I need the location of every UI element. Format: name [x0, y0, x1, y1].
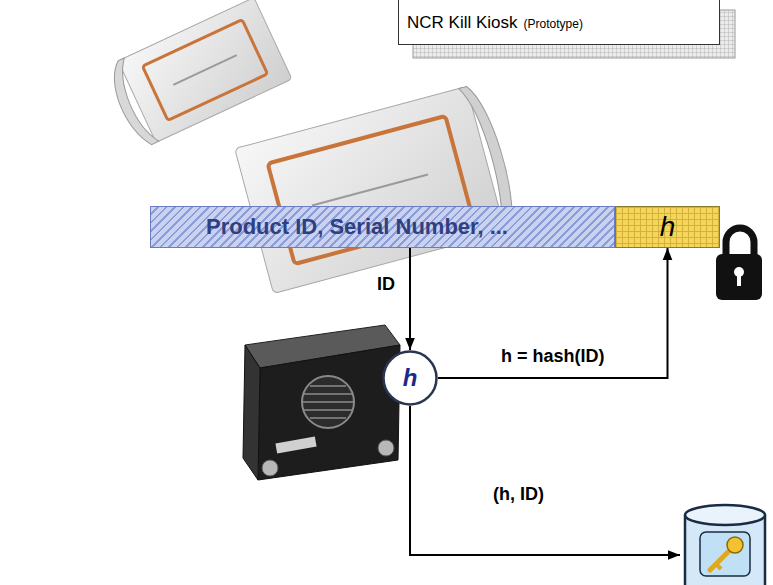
- prototype-note: (Prototype): [524, 18, 583, 32]
- edge-label: ID: [374, 274, 398, 296]
- edge-label: h = hash(ID): [498, 346, 608, 368]
- reader-device: [243, 325, 400, 480]
- database-top: [685, 505, 765, 525]
- device-side: [243, 345, 260, 480]
- device-fan: [302, 376, 354, 428]
- fan-grille: [302, 386, 354, 418]
- connector-arrow: [438, 248, 668, 378]
- hash-circle: h: [382, 350, 438, 406]
- key-shaft: [710, 550, 730, 570]
- field-list: Product ID, Serial Number, ...: [206, 214, 508, 239]
- rfid-tag-photo: [235, 82, 522, 293]
- device-front: [258, 345, 400, 480]
- kiosk-name: NCR Kill Kiosk: [407, 13, 518, 33]
- tag-card: [235, 86, 506, 293]
- circle-shape: [384, 352, 437, 405]
- key-bow: [727, 537, 743, 553]
- tag-coil: [142, 20, 267, 121]
- bnc-connector: [378, 440, 394, 456]
- padlock-shackle: [726, 228, 754, 256]
- padlock-keyhole: [737, 274, 741, 286]
- store-arrow: [410, 406, 680, 555]
- hash-field: h: [615, 206, 720, 248]
- hash-value: h: [660, 211, 676, 243]
- database-symbol: [685, 505, 765, 585]
- device-badge: [275, 437, 316, 454]
- key-tooth: [716, 564, 721, 569]
- padlock-body: [716, 254, 762, 300]
- rfid-tag-photo: [103, 0, 292, 150]
- bnc-connector: [262, 460, 278, 476]
- memory-band: Product ID, Serial Number, ...: [150, 206, 615, 248]
- tag-chip-line: [312, 174, 428, 205]
- padlock-symbol: [716, 228, 762, 300]
- hash-function: h: [403, 364, 418, 392]
- title-box: NCR Kill Kiosk (Prototype): [398, 0, 720, 45]
- data-label: (h, ID): [490, 484, 547, 506]
- tag-card: [118, 0, 292, 142]
- connector-arrow: [409, 248, 411, 350]
- key-icon-frame: [700, 532, 750, 576]
- tag-chip-line: [173, 55, 236, 85]
- tag-curl: [103, 58, 163, 150]
